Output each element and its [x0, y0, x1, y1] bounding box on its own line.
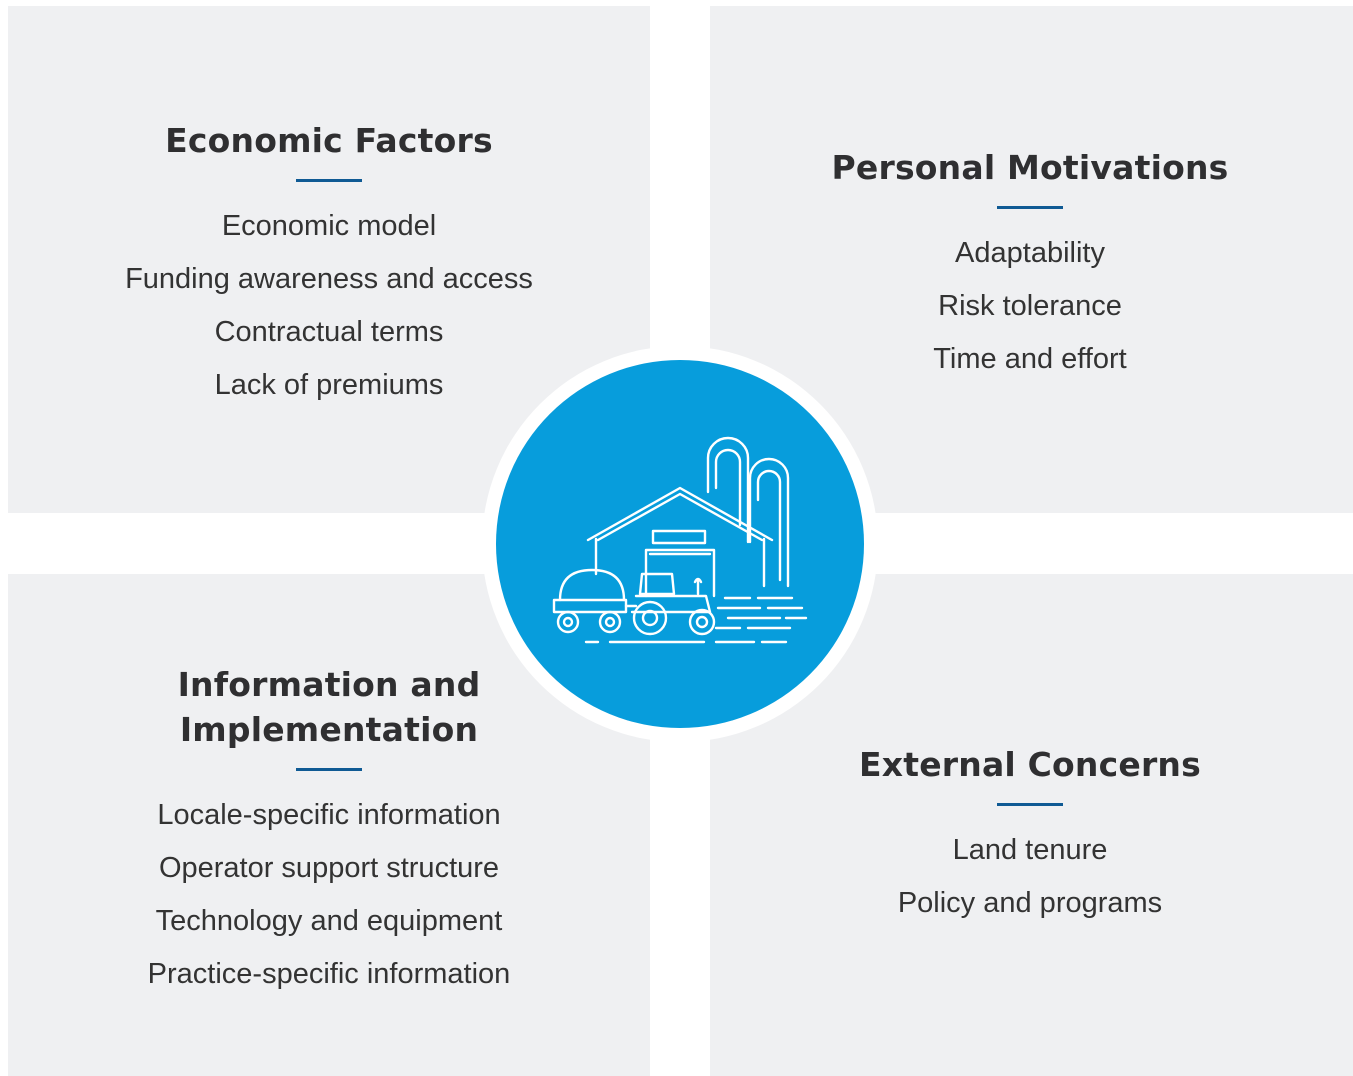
economic-factors-block: Economic Factors Economic model Funding …	[49, 118, 609, 412]
list-item: Land tenure	[952, 834, 1108, 866]
list-item: Time and effort	[933, 343, 1127, 375]
list-item: Technology and equipment	[155, 905, 503, 937]
information-implementation-title: Information and Implementation	[49, 662, 609, 752]
list-item: Contractual terms	[214, 316, 444, 348]
list-item: Practice-specific information	[147, 958, 511, 990]
title-line: Implementation	[179, 710, 479, 749]
list-item: Risk tolerance	[938, 290, 1122, 322]
list-item: Locale-specific information	[157, 799, 501, 831]
personal-motivations-divider	[997, 206, 1063, 209]
title-line: Information and	[177, 665, 481, 704]
list-item: Economic model	[221, 210, 437, 242]
information-implementation-divider	[296, 768, 362, 771]
list-item: Policy and programs	[897, 887, 1163, 919]
external-concerns-list: Land tenure Policy and programs	[750, 824, 1310, 930]
list-item: Lack of premiums	[214, 369, 444, 401]
economic-factors-divider	[296, 179, 362, 182]
list-item: Operator support structure	[158, 852, 500, 884]
list-item: Funding awareness and access	[125, 263, 533, 295]
personal-motivations-title: Personal Motivations	[831, 148, 1229, 187]
external-concerns-block: External Concerns Land tenure Policy and…	[750, 742, 1310, 930]
external-concerns-divider	[997, 803, 1063, 806]
external-concerns-title: External Concerns	[859, 745, 1201, 784]
list-item: Adaptability	[955, 237, 1105, 269]
economic-factors-list: Economic model Funding awareness and acc…	[49, 200, 609, 412]
personal-motivations-list: Adaptability Risk tolerance Time and eff…	[750, 227, 1310, 386]
economic-factors-title: Economic Factors	[165, 121, 493, 160]
information-implementation-list: Locale-specific information Operator sup…	[49, 789, 609, 1001]
personal-motivations-block: Personal Motivations Adaptability Risk t…	[750, 145, 1310, 386]
farm-icon	[552, 436, 808, 644]
information-implementation-block: Information and Implementation Locale-sp…	[49, 662, 609, 1001]
